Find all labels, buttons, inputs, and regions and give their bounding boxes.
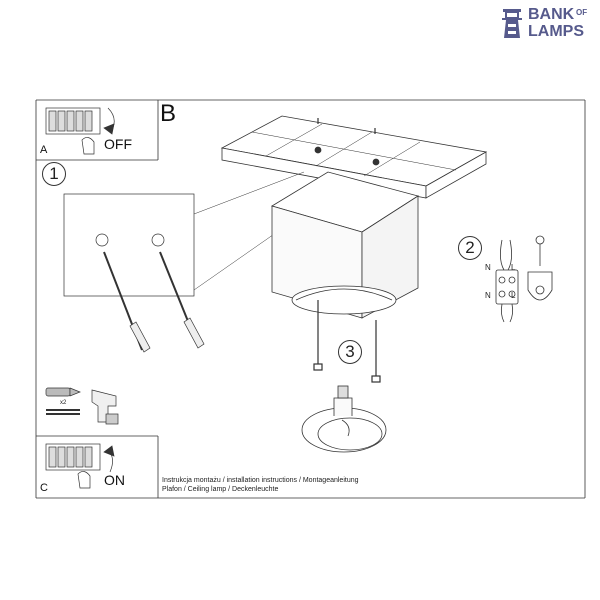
step-3-badge: 3 [338,340,362,364]
brand-line2: LAMPS [528,23,584,40]
panel-a-state: OFF [104,136,132,152]
panel-a-drawing [45,107,115,155]
tools-drawing [45,387,119,425]
bulb-drawing [301,385,387,453]
wire-label-l-top: L [511,263,516,272]
wire-label-l-bottom: L [511,291,516,300]
brand-of: OF [576,8,588,17]
panel-c-drawing [45,443,115,489]
panel-c-state: ON [104,472,125,488]
wire-label-n-top: N [485,263,491,272]
cube-housing [271,171,419,319]
step-2-badge: 2 [458,236,482,260]
lighthouse-icon [502,9,522,38]
step-1-badge: 1 [42,162,66,186]
panel-c-letter: C [40,482,48,494]
wiring-diagram [495,235,553,323]
panel-a-letter: A [40,144,48,156]
wire-label-n-bottom: N [485,291,491,300]
caption-line2: Plafon / Ceiling lamp / Deckenleuchte [162,486,279,493]
tools-quantity: x2 [60,400,67,406]
wall-inset [63,171,305,353]
caption-line1: Instrukcja montażu / installation instru… [162,477,359,484]
mounting-screws [313,300,381,383]
panel-b-letter: B [160,100,177,127]
brand-line1: BANK [528,6,575,23]
brand-logo: BANK OF LAMPS [498,6,598,42]
